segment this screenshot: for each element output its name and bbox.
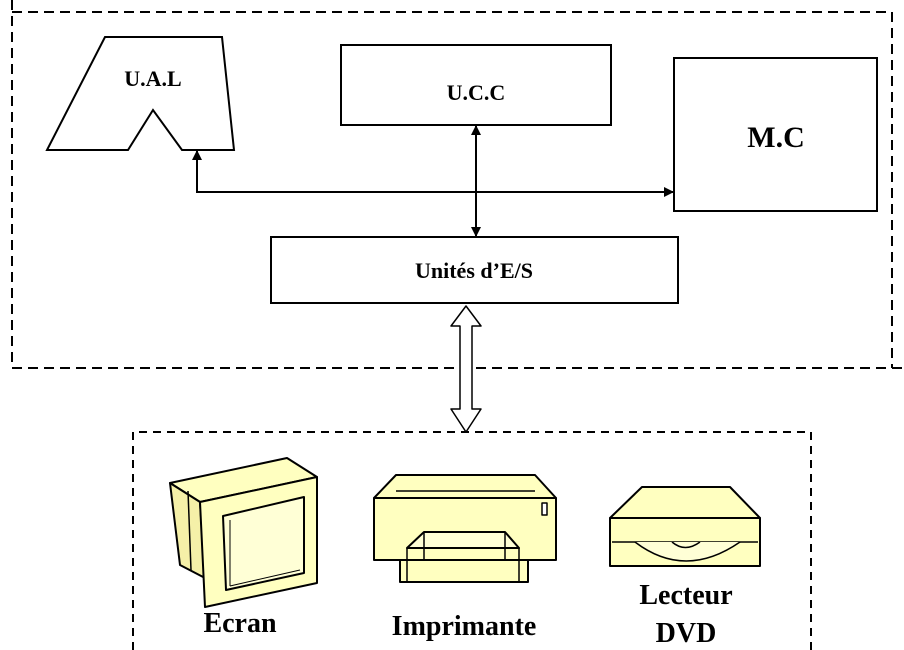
alu-memory-bus-arrow xyxy=(192,150,674,197)
main-memory-label: M.C xyxy=(747,121,804,154)
alu-label: U.A.L xyxy=(124,66,181,91)
alu-block: U.A.L xyxy=(45,36,236,151)
dvd-reader-icon xyxy=(609,486,761,567)
printer-icon xyxy=(373,474,557,583)
printer-label: Imprimante xyxy=(392,611,537,642)
dvd-label-line1: Lecteur xyxy=(639,580,732,611)
dvd-label-line2: DVD xyxy=(656,618,717,649)
central-unit-boundary xyxy=(11,0,904,369)
io-peripherals-hollow-arrow xyxy=(450,305,482,433)
screen-label: Ecran xyxy=(203,608,277,639)
io-units-block: Unités d’E/S xyxy=(270,236,679,304)
io-units-label: Unités d’E/S xyxy=(415,258,533,283)
main-memory-block: M.C xyxy=(673,57,878,212)
alu-shape xyxy=(45,36,236,151)
monitor-icon xyxy=(169,457,318,608)
io-units-box xyxy=(270,236,679,304)
control-unit-block: U.C.C xyxy=(340,44,612,126)
control-unit-label: U.C.C xyxy=(447,80,506,105)
main-memory-box xyxy=(673,57,878,212)
